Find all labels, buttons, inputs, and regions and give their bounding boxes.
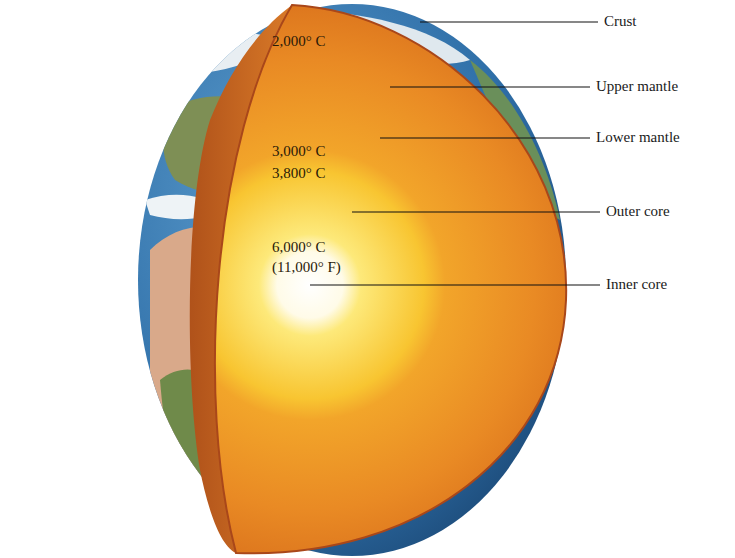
temperature-label: 2,000° C [272, 32, 326, 50]
temperature-label: 3,000° C [272, 142, 326, 160]
leader-line [310, 284, 600, 285]
leader-lines [310, 22, 600, 285]
leader-line [380, 137, 590, 138]
layer-label: Lower mantle [596, 128, 680, 146]
layer-label: Upper mantle [596, 77, 678, 95]
temperature-label: 6,000° C [272, 238, 326, 256]
leader-line [420, 21, 598, 22]
leader-line [390, 86, 590, 87]
layer-label: Outer core [606, 202, 670, 220]
layer-label: Crust [604, 12, 637, 30]
layer-label: Inner core [606, 275, 667, 293]
temperature-label: 3,800° C [272, 164, 326, 182]
leader-line [352, 211, 600, 212]
temperature-label: (11,000° F) [272, 258, 341, 276]
